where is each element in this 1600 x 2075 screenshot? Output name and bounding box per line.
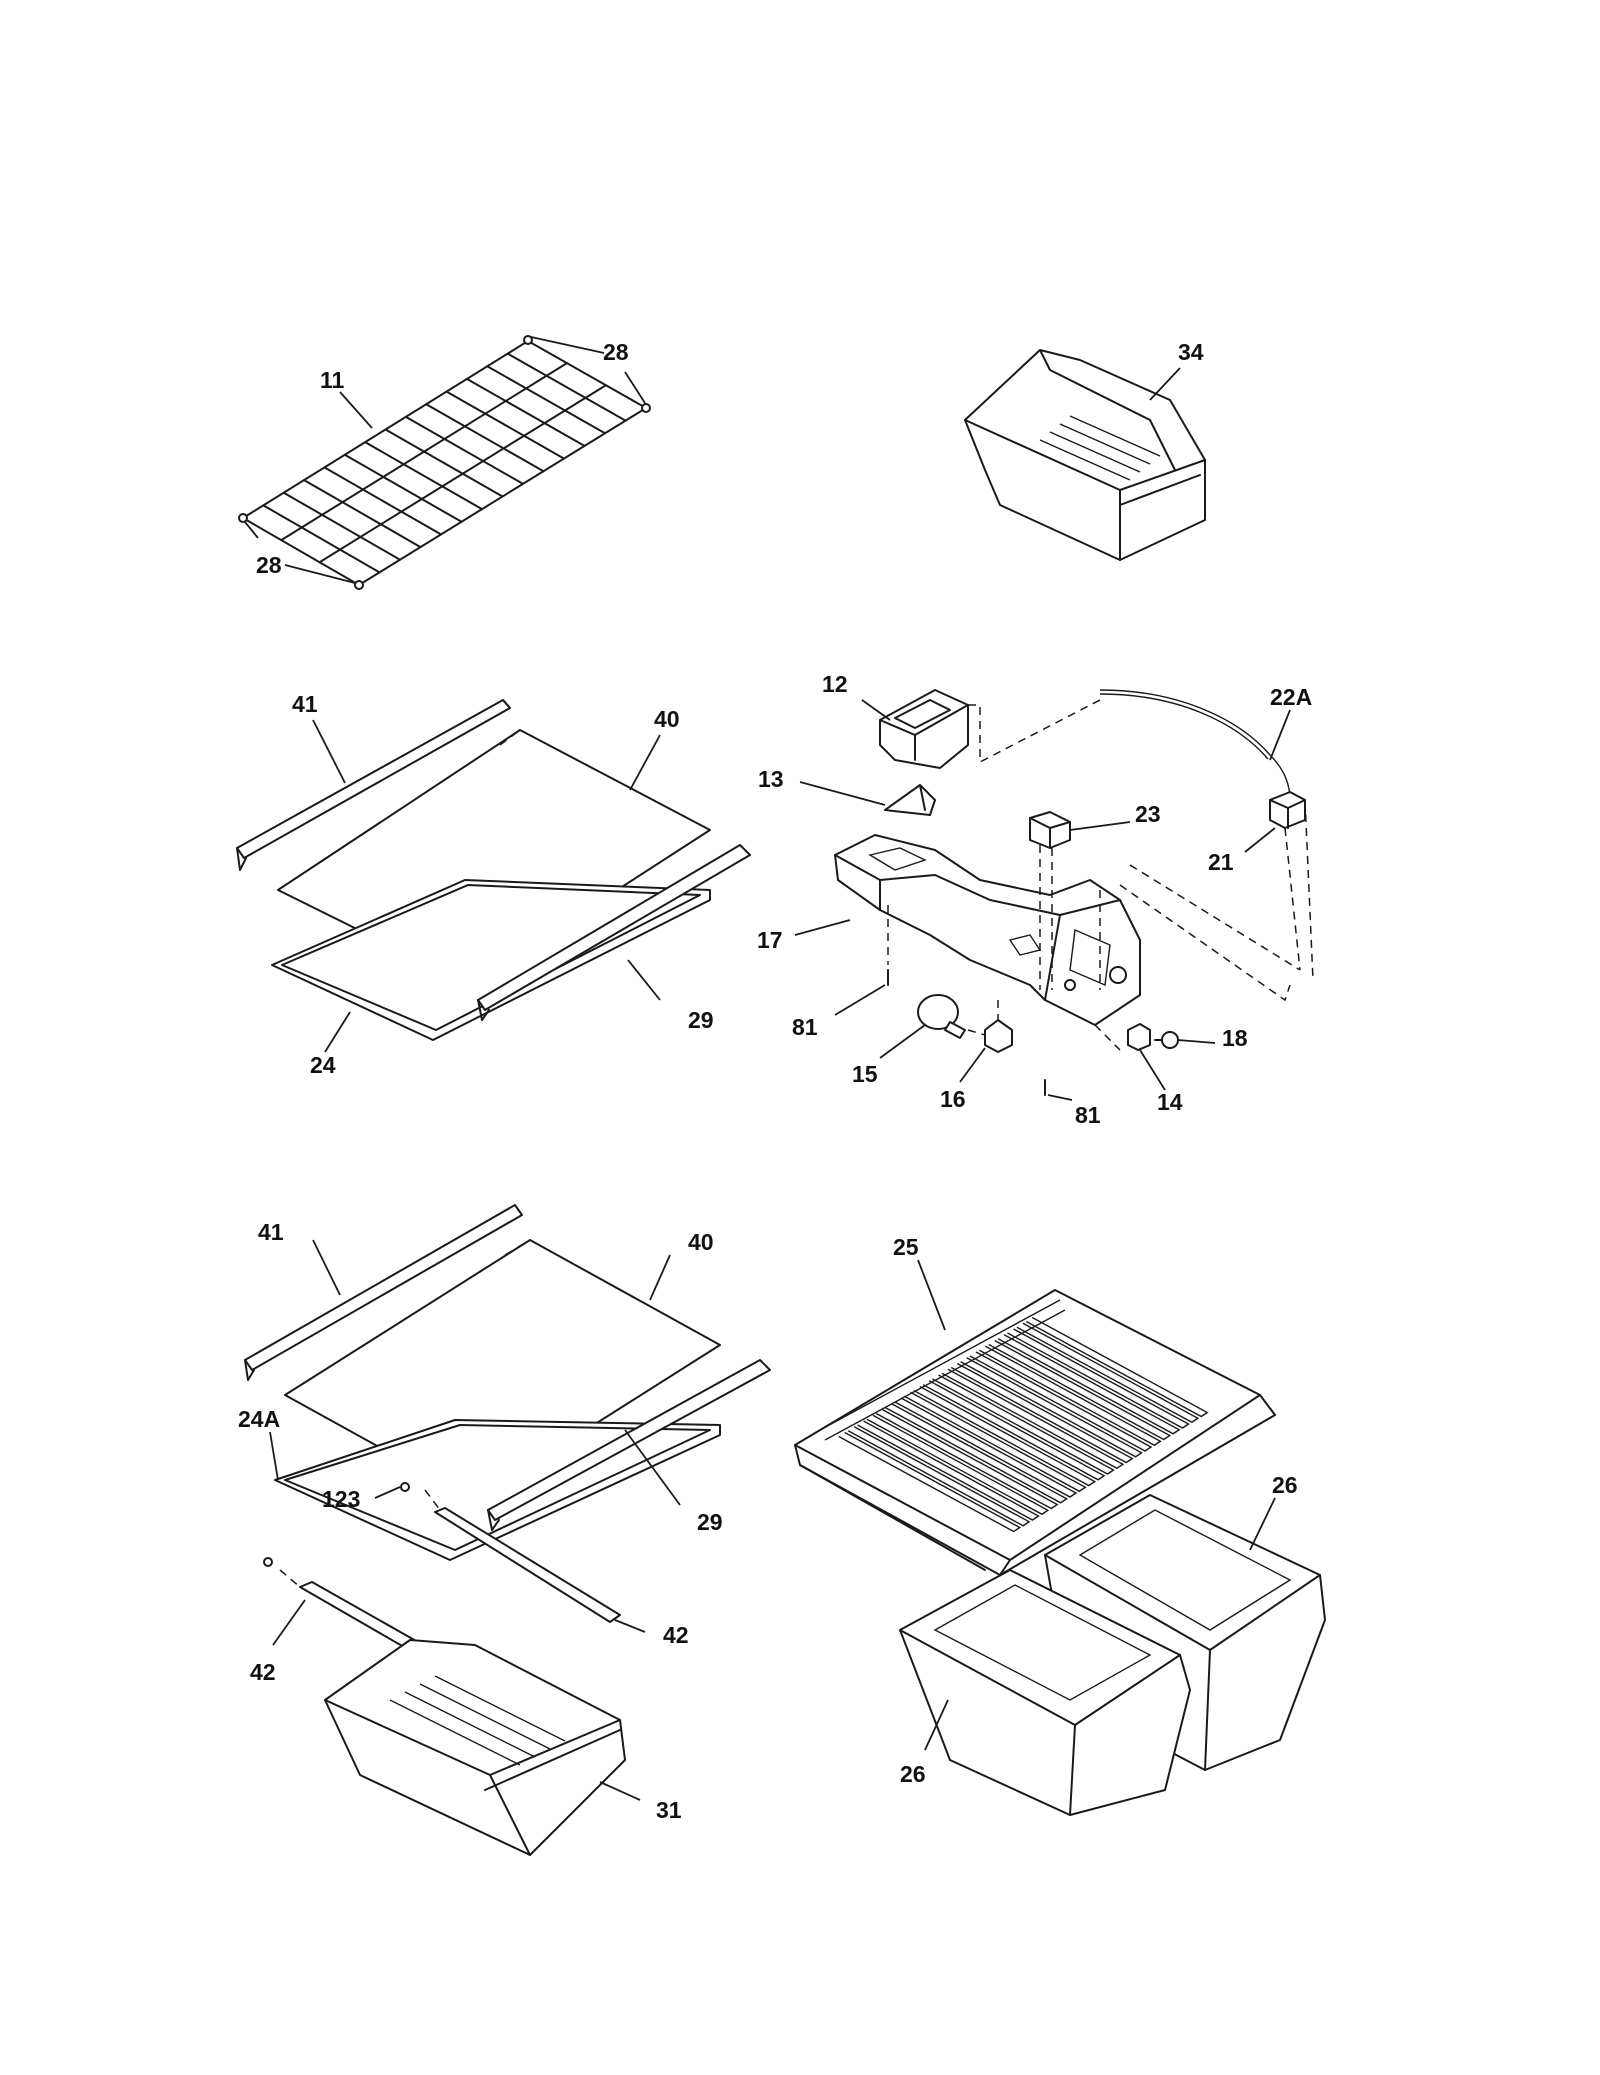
wire-rod: [282, 491, 401, 561]
cover-rib: [847, 1426, 1031, 1527]
cover-rib: [932, 1374, 1115, 1475]
wire-rod: [506, 352, 627, 422]
cover-rib: [950, 1362, 1134, 1464]
wire-rail: [318, 384, 607, 564]
wire-rod: [465, 377, 586, 447]
wire-rod: [384, 428, 504, 498]
callout-16: 16: [940, 1086, 966, 1112]
callout-42: 42: [250, 1659, 276, 1685]
callout-14: 14: [1157, 1089, 1183, 1115]
wire-rod: [425, 403, 545, 473]
callout-26: 26: [900, 1761, 926, 1787]
cover-rib: [875, 1408, 1059, 1510]
cover-rib: [857, 1420, 1040, 1521]
callout-17: 17: [757, 927, 783, 953]
glass-shelf-assembly-2: [244, 1204, 771, 1856]
cover-rib: [866, 1414, 1050, 1516]
callout-41: 41: [292, 691, 318, 717]
callout-11: 11: [320, 367, 345, 393]
cover-rib: [979, 1345, 1162, 1447]
leader-lines: [244, 336, 1291, 1801]
crisper-assembly: [794, 1289, 1326, 1816]
wire-rod: [364, 441, 483, 511]
callout-123: 123: [322, 1486, 360, 1512]
callout-34: 34: [1178, 339, 1204, 365]
wire-rod: [262, 504, 381, 574]
cover-rib: [922, 1380, 1106, 1481]
callout-24A: 24A: [238, 1406, 280, 1432]
cover-rib: [885, 1403, 1068, 1504]
cover-rib: [997, 1334, 1181, 1435]
wire-rod: [303, 479, 422, 549]
callout-12: 12: [822, 671, 848, 697]
callout-29: 29: [697, 1509, 723, 1535]
cover-rib: [941, 1368, 1125, 1470]
wire-rod: [445, 390, 565, 460]
control-housing-assembly: [834, 689, 1314, 1096]
callout-22A: 22A: [1270, 684, 1312, 710]
wire-rod: [404, 415, 524, 485]
callout-42: 42: [663, 1622, 689, 1648]
callout-29: 29: [688, 1007, 714, 1033]
wire-rod: [343, 453, 463, 523]
callout-18: 18: [1222, 1025, 1248, 1051]
meat-pan-34: [964, 349, 1206, 561]
callout-28: 28: [603, 339, 629, 365]
wire-rod: [486, 365, 606, 435]
callout-40: 40: [688, 1229, 714, 1255]
cover-rib: [838, 1431, 1022, 1533]
wire-rod: [323, 466, 442, 536]
cover-rib: [1007, 1328, 1190, 1429]
callout-31: 31: [656, 1797, 682, 1823]
glass-shelf-assembly-1: [236, 699, 751, 1041]
callout-15: 15: [852, 1061, 878, 1087]
cover-rib: [1016, 1322, 1200, 1424]
cover-rib: [960, 1357, 1143, 1458]
cover-rib: [1025, 1316, 1209, 1418]
cover-rib: [894, 1397, 1078, 1498]
callout-13: 13: [758, 766, 784, 792]
cover-rib: [969, 1351, 1153, 1452]
callout-labels: 11 28 28 34 41 40 29 24 12 22A 13 23 21 …: [238, 339, 1312, 1823]
callout-81: 81: [792, 1014, 818, 1040]
callout-28: 28: [256, 552, 282, 578]
wire-rail: [280, 362, 568, 542]
wire-shelf: [238, 335, 651, 590]
callout-21: 21: [1208, 849, 1234, 875]
callout-26: 26: [1272, 1472, 1298, 1498]
cover-rib: [913, 1385, 1097, 1487]
callout-25: 25: [893, 1234, 919, 1260]
cover-rib: [904, 1391, 1087, 1493]
callout-23: 23: [1135, 801, 1161, 827]
cover-rib: [988, 1339, 1172, 1441]
callout-40: 40: [654, 706, 680, 732]
callout-81: 81: [1075, 1102, 1101, 1128]
callout-41: 41: [258, 1219, 284, 1245]
callout-24: 24: [310, 1052, 336, 1078]
